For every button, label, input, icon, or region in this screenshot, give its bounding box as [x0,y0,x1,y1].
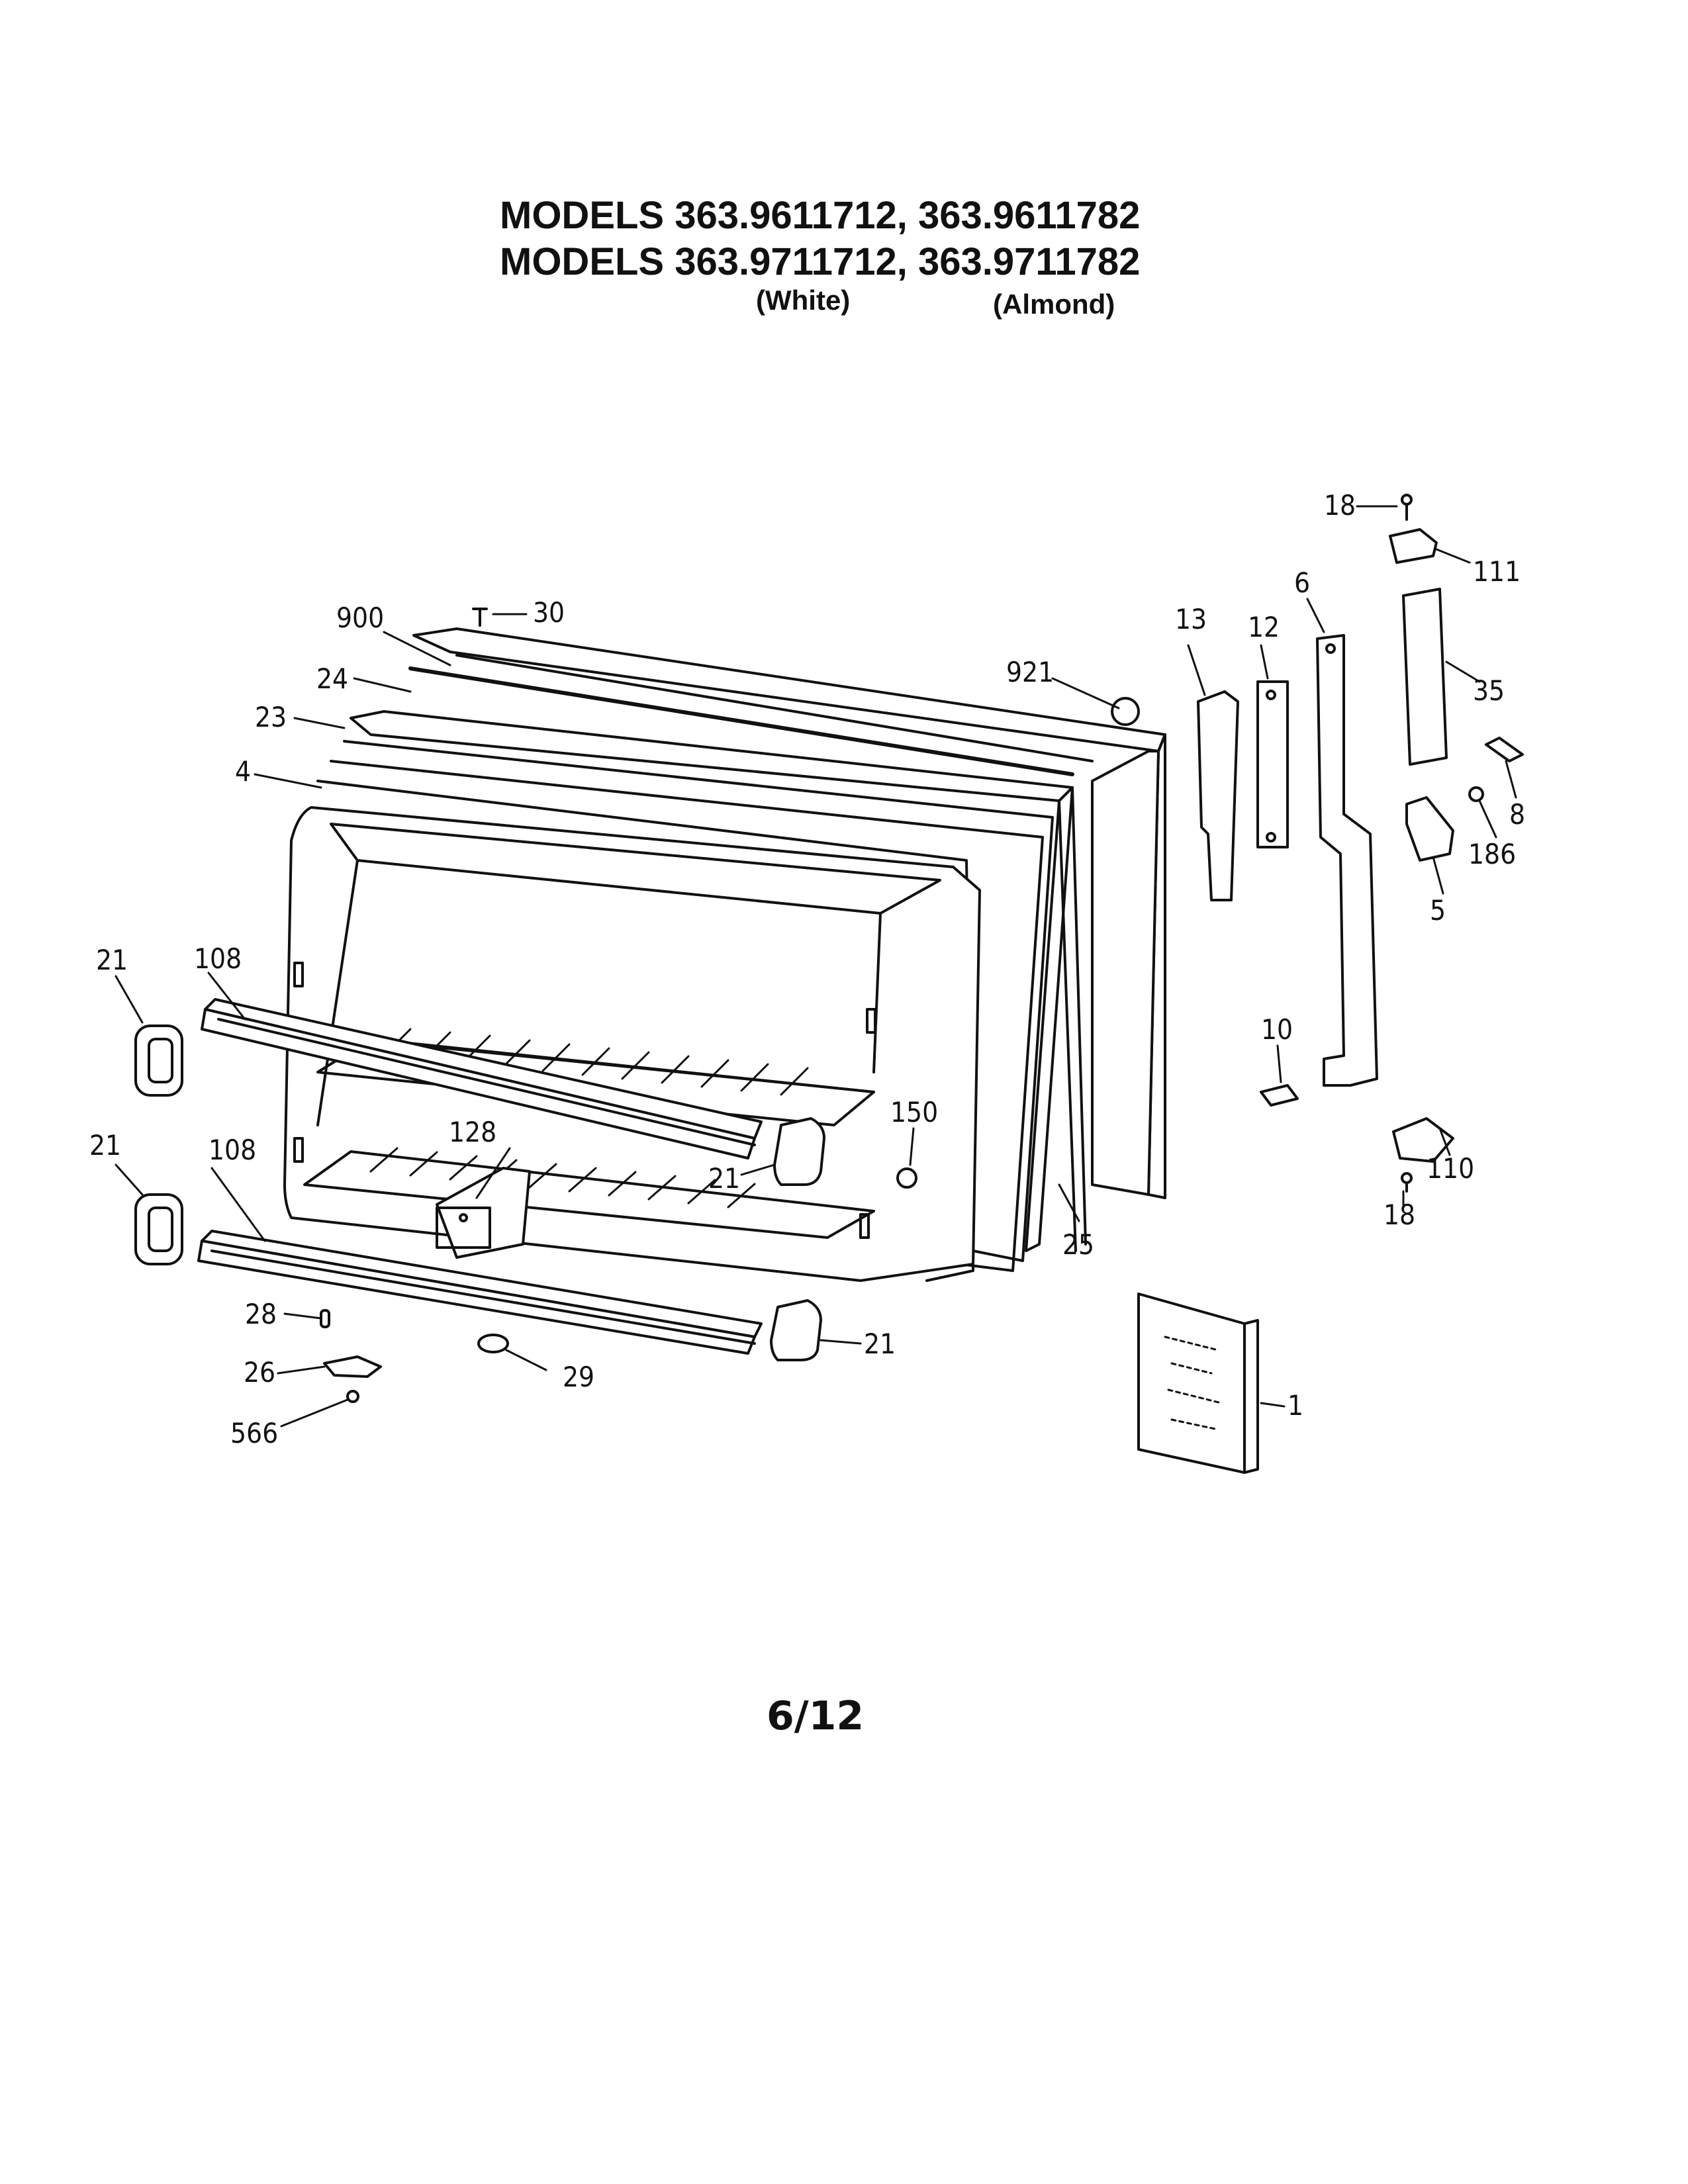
shim-8 [1485,737,1524,762]
hinge-top-111 [1389,528,1438,564]
end-cap-21-upper-left [134,1024,183,1097]
callout-25: 25 [1062,1228,1094,1261]
end-cap-21-upper-right [773,1117,825,1186]
hinge-strip-12 [1256,680,1289,848]
models-title-line-1: MODELS 363.9611712, 363.9611782 [500,194,1141,237]
callout-28: 28 [245,1298,277,1330]
plug-29 [477,1334,509,1353]
shim-10 [1260,1084,1299,1107]
callout-110: 110 [1427,1152,1474,1185]
door-outer-panel [408,627,1166,1199]
shelf-rail-upper [201,998,763,1160]
callout-29: 29 [563,1361,594,1393]
use-care-booklet-1 [1137,1293,1259,1474]
hinge-pin-5 [1405,796,1454,862]
callout-10: 10 [1261,1013,1293,1046]
callout-35: 35 [1473,674,1505,707]
callout-186: 186 [1468,838,1516,870]
plug-921 [1111,697,1140,726]
hinge-channel-35 [1402,588,1448,766]
callout-8: 8 [1509,798,1525,831]
screw-18-bottom [1401,1172,1413,1193]
callout-108-lower: 108 [209,1134,256,1166]
finish-almond-label: (Almond) [993,289,1115,320]
leader-lines [115,505,1517,1428]
callout-12: 12 [1248,611,1280,643]
callout-18-bottom: 18 [1383,1199,1415,1231]
models-title-line-2: MODELS 363.9711712, 363.9711782 [500,240,1141,283]
callout-4: 4 [235,755,251,788]
callout-150: 150 [890,1096,938,1128]
washer-186 [1468,786,1484,802]
callout-6: 6 [1294,567,1310,599]
shelf-rail-lower [197,1230,763,1355]
end-cap-21-lower-left [134,1193,183,1265]
callout-18-top: 18 [1324,489,1356,522]
callout-21-center: 21 [708,1162,740,1195]
callout-921: 921 [1006,656,1054,688]
callout-labels: 18 111 6 13 12 35 900 30 921 24 23 4 8 1… [89,489,1525,1449]
page-number: 6/12 [767,1693,865,1739]
hinge-bracket-6 [1316,634,1378,1087]
callout-30: 30 [533,596,565,629]
screw-566 [346,1390,359,1403]
callout-111: 111 [1473,555,1521,588]
stud-150 [896,1167,917,1189]
callout-21-lower-right: 21 [864,1328,896,1360]
callout-21-lower-left: 21 [89,1129,121,1161]
hinge-cover-13 [1197,690,1239,901]
screw-18-top [1401,494,1413,521]
callout-13: 13 [1175,603,1207,635]
finish-white-label: (White) [756,285,851,316]
callout-23: 23 [255,701,287,733]
callout-566: 566 [230,1417,278,1449]
screw-30 [472,608,488,627]
callout-108-upper: 108 [194,942,242,975]
callout-24: 24 [316,662,348,695]
hinge-plate-110 [1392,1117,1454,1163]
callout-5: 5 [1430,894,1446,927]
callout-21-upper-left: 21 [96,944,128,976]
callout-1: 1 [1288,1389,1303,1422]
end-cap-21-lower-right [770,1299,822,1361]
pin-28 [320,1309,330,1328]
callout-900: 900 [336,602,384,634]
callout-128: 128 [449,1116,496,1148]
hinge-plate-26 [323,1355,382,1378]
callout-26: 26 [244,1356,275,1388]
